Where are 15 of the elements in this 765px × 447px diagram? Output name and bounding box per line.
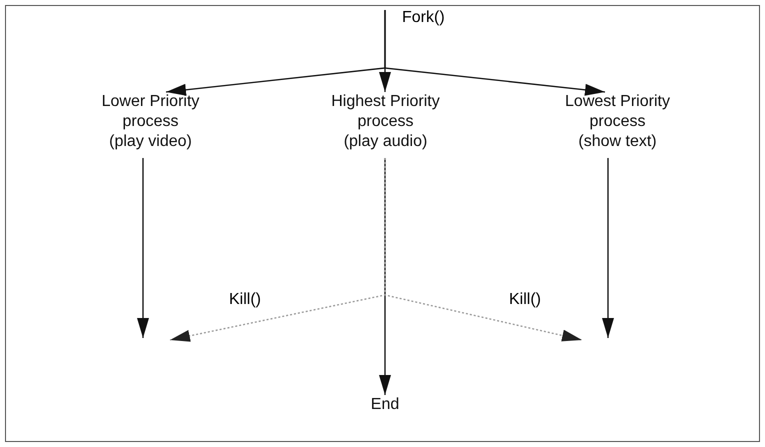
arrow xyxy=(379,158,391,395)
process-name: Highest Priority process xyxy=(330,92,441,132)
edge-label: Kill() xyxy=(508,290,542,310)
fork-label: Fork() xyxy=(402,8,445,28)
process-detail: (play video) xyxy=(109,132,192,152)
arrow xyxy=(384,158,582,342)
process-detail: (show text) xyxy=(578,132,657,152)
process-name: Lowest Priority process xyxy=(564,92,671,132)
arrow xyxy=(137,158,149,338)
arrow xyxy=(602,158,614,338)
process-name: Lower Priority process xyxy=(100,92,200,132)
edge-label: Kill() xyxy=(228,290,262,310)
process-detail: (play audio) xyxy=(344,132,428,152)
end-label: End xyxy=(370,395,400,415)
arrow xyxy=(384,10,606,96)
